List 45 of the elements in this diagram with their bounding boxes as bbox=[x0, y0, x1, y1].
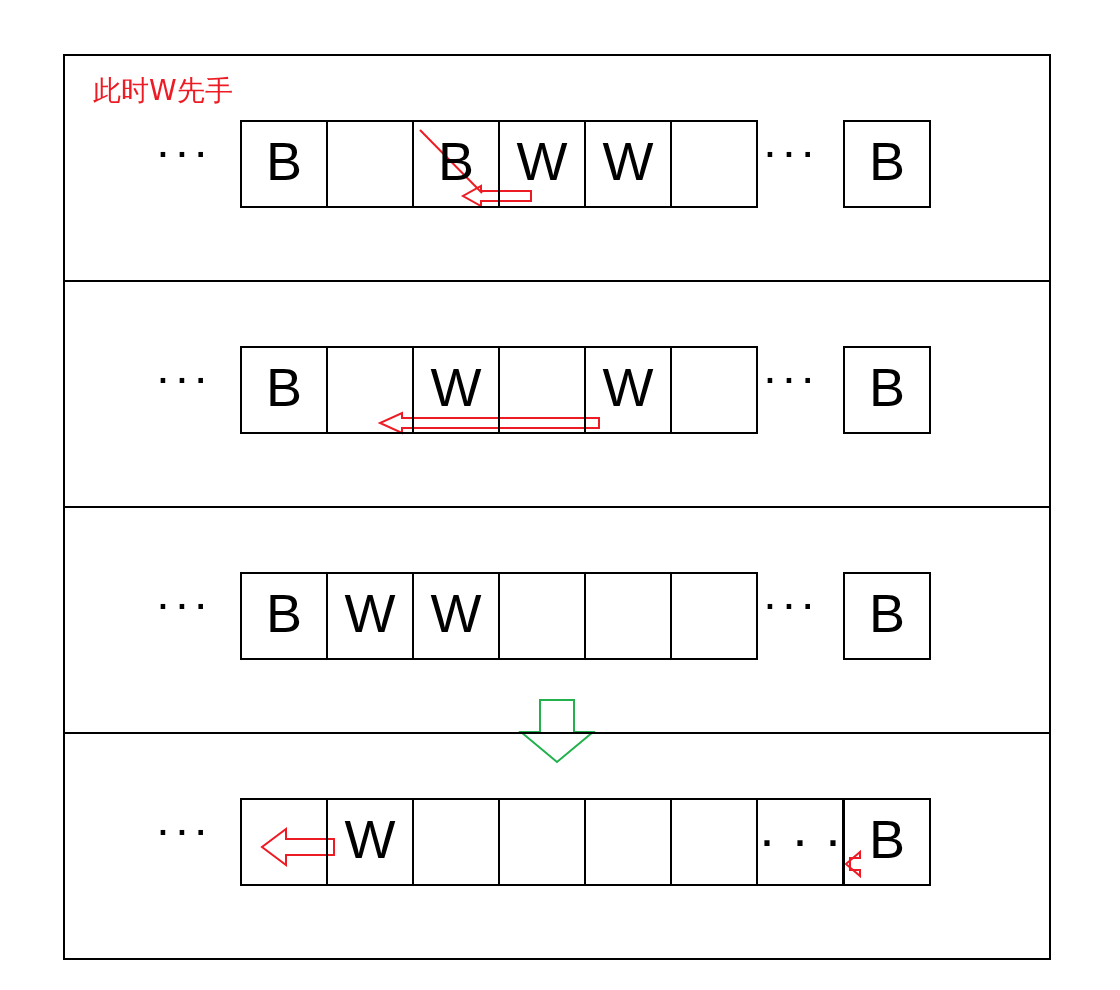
board-panel bbox=[63, 732, 1051, 960]
board-square: W bbox=[412, 572, 500, 660]
hollow-arrow bbox=[260, 827, 335, 867]
hollow-arrow bbox=[518, 699, 596, 764]
board-square bbox=[498, 572, 586, 660]
board-square: B bbox=[240, 572, 328, 660]
board-square: B bbox=[240, 120, 328, 208]
ellipsis-dots: · · · bbox=[765, 140, 813, 170]
board-square: W bbox=[326, 572, 414, 660]
board-square bbox=[326, 120, 414, 208]
ellipsis-dots: · · · bbox=[158, 818, 206, 848]
board-square: B bbox=[843, 120, 931, 208]
ellipsis-dots: · · · bbox=[158, 366, 206, 396]
board-square: W bbox=[412, 346, 500, 434]
ellipsis-dots: · · · bbox=[158, 140, 206, 170]
board-square: W bbox=[498, 120, 586, 208]
board-square bbox=[240, 798, 328, 886]
board-square: W bbox=[584, 346, 672, 434]
board-square: B bbox=[843, 798, 931, 886]
hollow-arrow bbox=[844, 849, 861, 879]
ellipsis-dots: · · · bbox=[158, 592, 206, 622]
board-square: B bbox=[240, 346, 328, 434]
board-square bbox=[670, 120, 758, 208]
board-square: W bbox=[326, 798, 414, 886]
board-square bbox=[670, 798, 758, 886]
board-square: W bbox=[584, 120, 672, 208]
board-square: · · · bbox=[756, 798, 844, 886]
board-square: B bbox=[843, 572, 931, 660]
board-square bbox=[498, 798, 586, 886]
board-panel bbox=[63, 280, 1051, 508]
hollow-arrow bbox=[460, 184, 532, 208]
board-square bbox=[584, 798, 672, 886]
board-square bbox=[670, 346, 758, 434]
board-square bbox=[326, 346, 414, 434]
board-panel bbox=[63, 506, 1051, 734]
board-square bbox=[670, 572, 758, 660]
board-square bbox=[412, 798, 500, 886]
ellipsis-dots: · · · bbox=[765, 592, 813, 622]
hollow-arrow bbox=[377, 411, 600, 435]
heading-text: 此时W先手 bbox=[93, 73, 233, 109]
board-panel bbox=[63, 54, 1051, 282]
board-square: B bbox=[843, 346, 931, 434]
board-square bbox=[584, 572, 672, 660]
board-square bbox=[498, 346, 586, 434]
ellipsis-dots: · · · bbox=[765, 366, 813, 396]
